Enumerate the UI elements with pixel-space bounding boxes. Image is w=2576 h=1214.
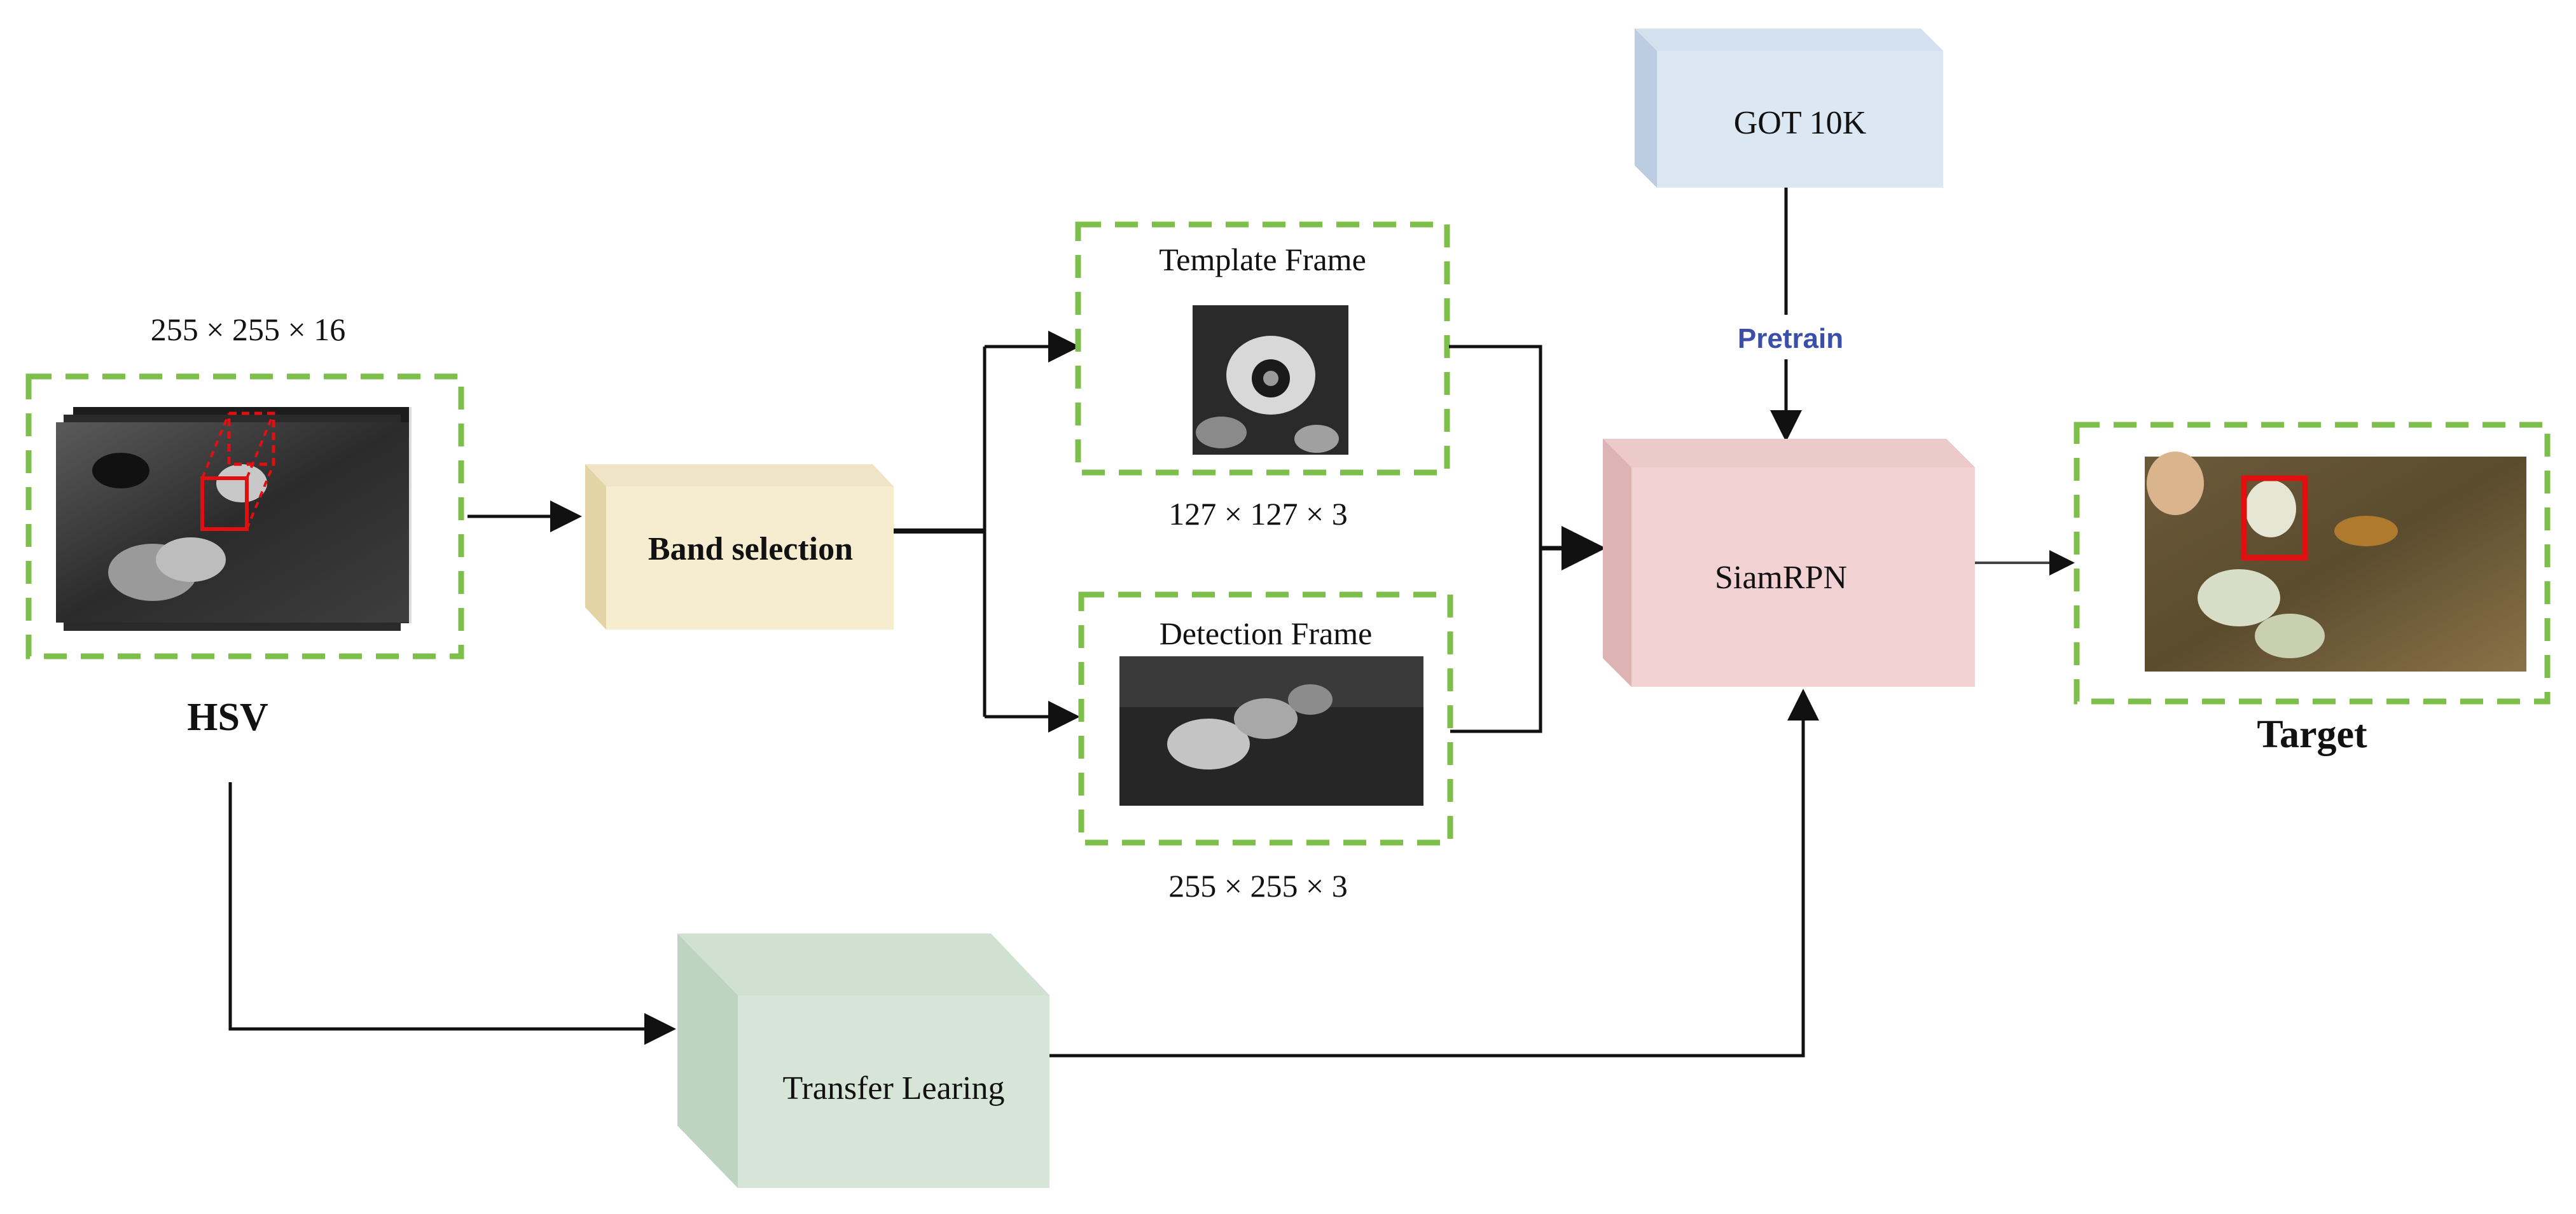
template-image: [1193, 305, 1348, 455]
band-selection-label: Band selection: [648, 531, 853, 567]
got10k-label: GOT 10K: [1734, 105, 1867, 141]
hsv-dashed-frame: [25, 373, 464, 659]
target-label: Target: [2257, 713, 2367, 756]
hsv-label: HSV: [187, 696, 268, 739]
template-output-line: [1449, 345, 1542, 548]
transfer-label: Transfer Learing: [783, 1070, 1005, 1107]
hsv-dims-label: 255 × 255 × 16: [151, 312, 345, 347]
hsv-cube-image: [56, 407, 412, 631]
band-selection-box: [585, 464, 894, 630]
target-dashed-frame: [2074, 422, 2551, 705]
template-label: Template Frame: [1159, 242, 1366, 277]
got10k-box: [1635, 29, 1943, 188]
target-image: [2145, 452, 2526, 672]
siamrpn-label: SiamRPN: [1715, 560, 1847, 596]
detection-image: [1119, 656, 1423, 806]
siamrpn-box: [1603, 439, 1975, 687]
template-dashed-frame: [1075, 221, 1450, 476]
detection-output-line: [1450, 548, 1542, 733]
detection-dashed-frame: [1078, 591, 1453, 846]
detection-label: Detection Frame: [1160, 616, 1373, 651]
transfer-to-siamrpn-line: [1049, 689, 1819, 1058]
pretrain-label: Pretrain: [1738, 323, 1843, 354]
hsv-to-transfer-line: [228, 782, 676, 1045]
detection-dims-label: 255 × 255 × 3: [1168, 868, 1347, 904]
template-dims-label: 127 × 127 × 3: [1168, 496, 1347, 532]
target-bbox: [2241, 475, 2308, 561]
transfer-learning-box: [677, 934, 1049, 1188]
